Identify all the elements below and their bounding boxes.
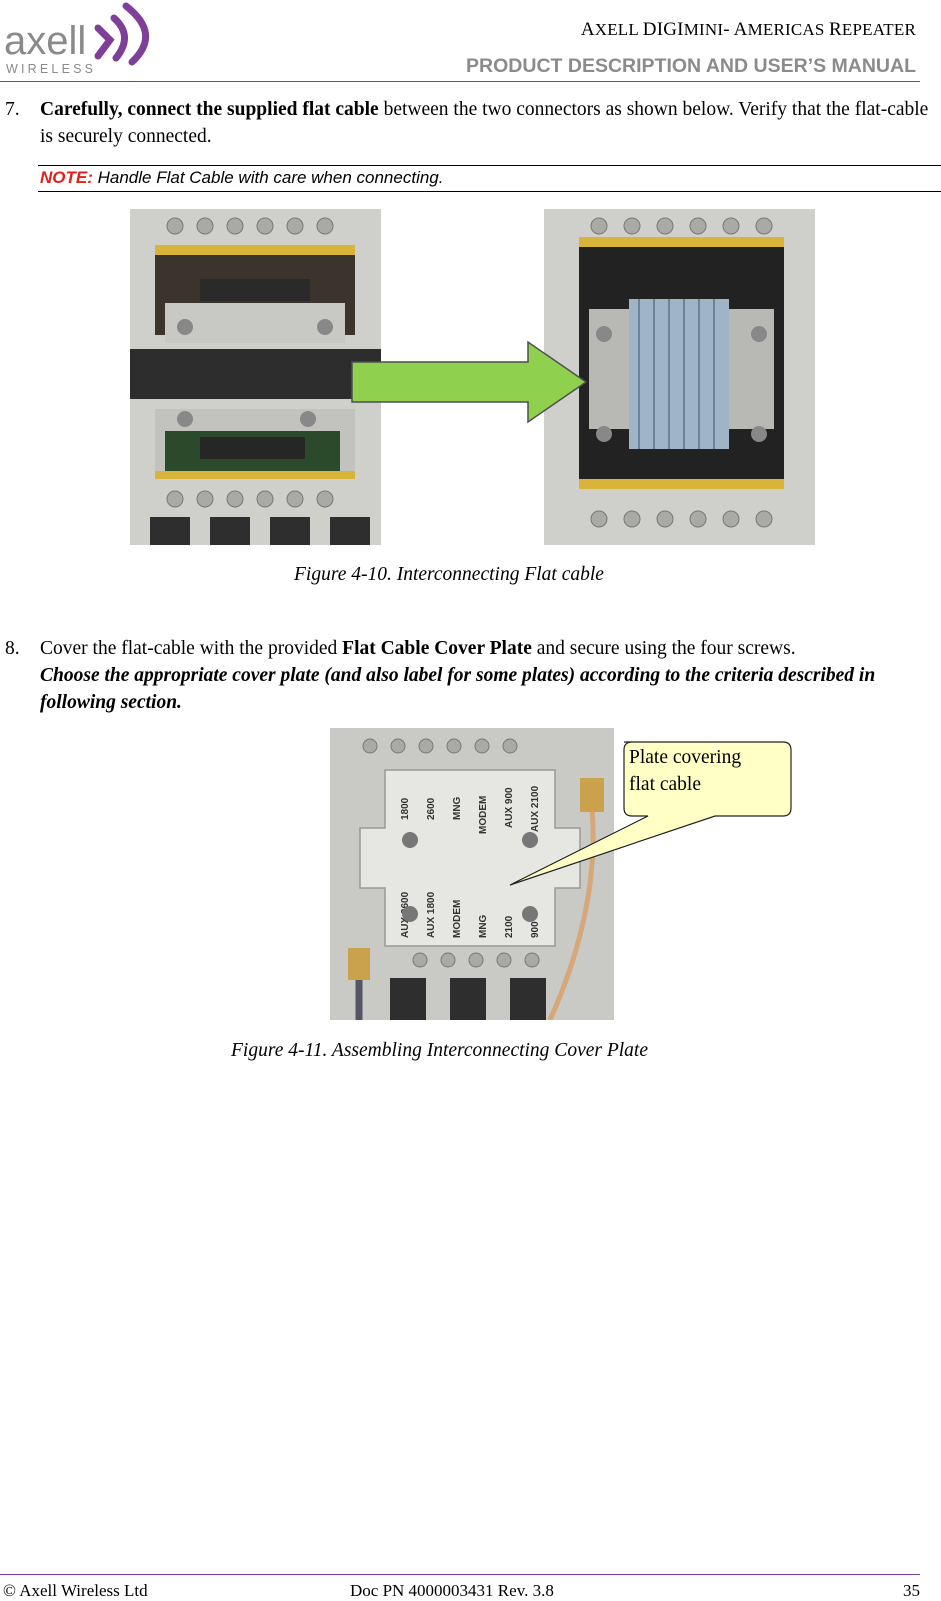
plate-label-bottom-3: MNG [478,914,489,938]
plate-label-top-2: MNG [452,796,463,820]
plate-label-bottom-1: AUX 1800 [426,891,437,938]
figure-4-11-caption: Figure 4-11. Assembling Interconnecting … [231,1040,648,1061]
plate-label-bottom-5: 900 [530,921,541,938]
header-subtitle: PRODUCT DESCRIPTION AND USER’S MANUAL [466,55,916,77]
plate-label-top-1: 2600 [426,797,437,820]
green-arrow [351,340,588,424]
photo-connectors-unconnected [130,209,381,545]
photo-flat-cable-connected [544,209,815,545]
note: NOTE: Handle Flat Cable with care when c… [40,168,444,187]
plate-label-top-4: AUX 900 [504,787,515,828]
footer-copyright: © Axell Wireless Ltd [3,1581,148,1600]
callout-bubble [509,741,792,886]
note-box [38,165,941,192]
plate-label-bottom-2: MODEM [452,900,463,938]
logo-subtitle: WIRELESS [6,62,96,76]
step-8-number: 8. [5,638,20,659]
plate-label-bottom-4: 2100 [504,915,515,938]
footer-doc-number: Doc PN 4000003431 Rev. 3.8 [350,1581,554,1600]
step-7-text: Carefully, connect the supplied flat cab… [40,99,929,147]
plate-label-top-3: MODEM [478,796,489,834]
footer-rule [0,1574,920,1575]
axell-wireless-logo: axell WIRELESS [4,2,150,76]
photo-cover-plate: 1800 2600 MNG MODEM AUX 900 AUX 2100 AUX… [330,728,614,1020]
step-8-text: Cover the flat-cable with the provided F… [40,638,876,713]
header-title: AXELL DIGIMINI- AMERICAS REPEATER [580,19,916,40]
figure-4-10-caption: Figure 4-10. Interconnecting Flat cable [294,564,604,585]
plate-label-top-5: AUX 2100 [530,785,541,832]
header-rule [0,81,920,82]
footer-page-number: 35 [903,1581,920,1600]
plate-label-top-0: 1800 [400,797,411,820]
arrow-shape [351,340,588,424]
step-7-number: 7. [5,99,20,120]
logo-wordmark: axell [4,19,86,63]
